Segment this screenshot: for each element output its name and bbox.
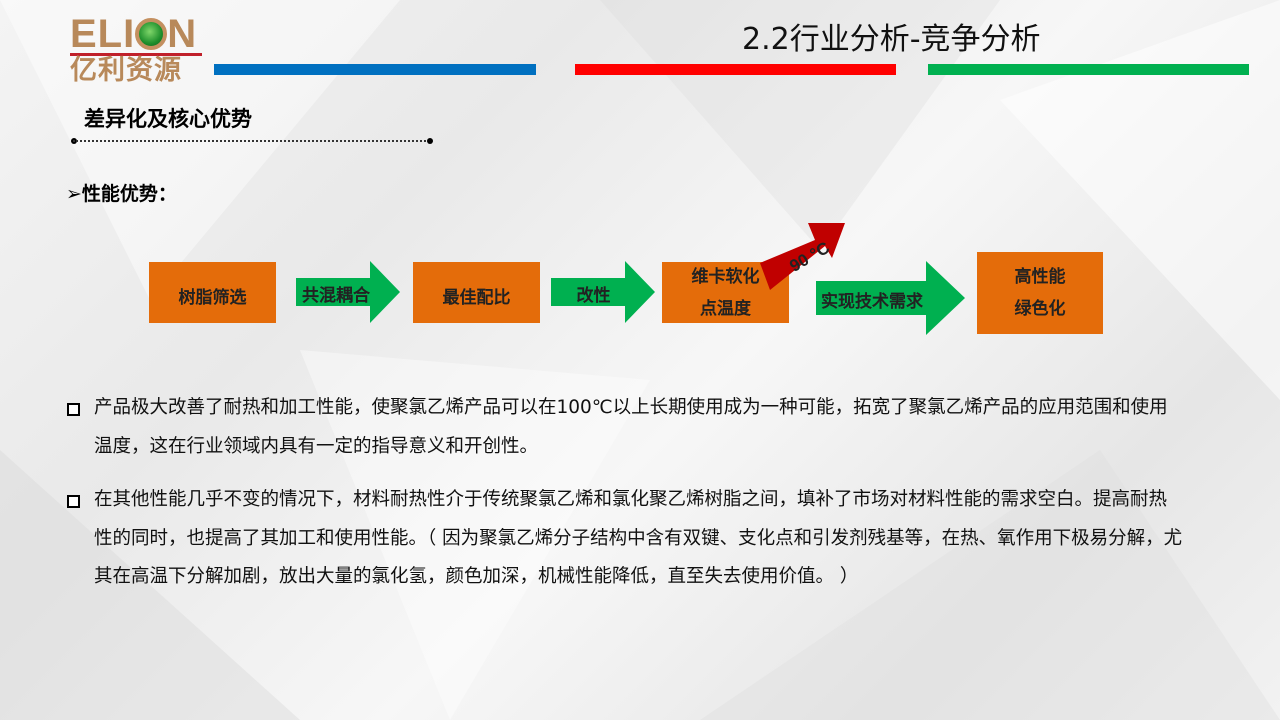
bullet-square-icon [67, 495, 80, 508]
section-subtitle: 差异化及核心优势 [84, 107, 252, 131]
section-heading: ➢性能优势： [66, 183, 177, 205]
header-bar-blue [214, 64, 536, 75]
logo-underline [70, 53, 202, 56]
flow-arrow-tech-requirement [816, 261, 965, 335]
flow-step-high-performance-green: 高性能绿色化 [977, 252, 1103, 334]
logo-globe-icon [135, 18, 168, 50]
flow-arrow-blending [296, 261, 400, 323]
divider-dot [427, 138, 433, 144]
bullet-square-icon [67, 403, 80, 416]
flow-arrow-label: 实现技术需求 [821, 292, 923, 312]
flow-arrow-modification [551, 261, 655, 323]
dotted-divider [73, 140, 430, 142]
flow-arrow-label: 共混耦合 [302, 286, 370, 306]
flow-arrow-label: 改性 [576, 286, 611, 306]
bullet-paragraph: 产品极大改善了耐热和加工性能，使聚氯乙烯产品可以在100℃以上长期使用成为一种可… [94, 397, 1168, 457]
logo-text-cn: 亿利资源 [70, 55, 182, 86]
page-title: 2.2行业分析-竞争分析 [742, 22, 1041, 57]
flow-step-optimal-ratio: 最佳配比 [413, 262, 540, 323]
flow-step-resin-screening: 树脂筛选 [149, 262, 276, 323]
temperature-arrow: 90 °C [760, 223, 845, 290]
bullet-paragraph: 在其他性能几乎不变的情况下，材料耐热性介于传统聚氯乙烯和氯化聚乙烯树脂之间，填补… [94, 489, 1183, 587]
header-bar-green [928, 64, 1249, 75]
header-bar-red [575, 64, 896, 75]
